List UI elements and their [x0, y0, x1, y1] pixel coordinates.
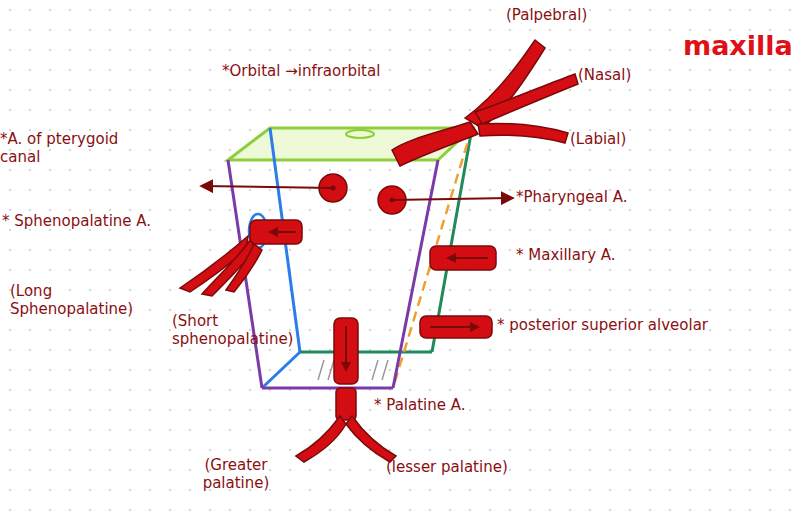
- artery-label: * Palatine A.: [374, 396, 466, 414]
- artery-label: * posterior superior alveolar: [497, 316, 708, 334]
- artery-label: (Labial): [570, 130, 626, 148]
- artery-label: *A. of pterygoid canal: [0, 130, 132, 166]
- artery-label: *Pharyngeal A.: [516, 188, 627, 206]
- artery-label: *Orbital →infraorbital: [222, 62, 380, 80]
- artery-label: maxilla: [683, 30, 793, 62]
- artery-label: (Nasal): [578, 66, 631, 84]
- artery-label: * Sphenopalatine A.: [2, 212, 151, 230]
- artery-label: (Greater palatine): [186, 456, 286, 492]
- artery-label: * Maxillary A.: [516, 246, 616, 264]
- artery-label: (Long Sphenopalatine): [10, 282, 140, 318]
- artery-label: (lesser palatine): [386, 458, 508, 476]
- artery-label: (Short sphenopalatine): [172, 312, 300, 348]
- artery-label: (Palpebral): [506, 6, 587, 24]
